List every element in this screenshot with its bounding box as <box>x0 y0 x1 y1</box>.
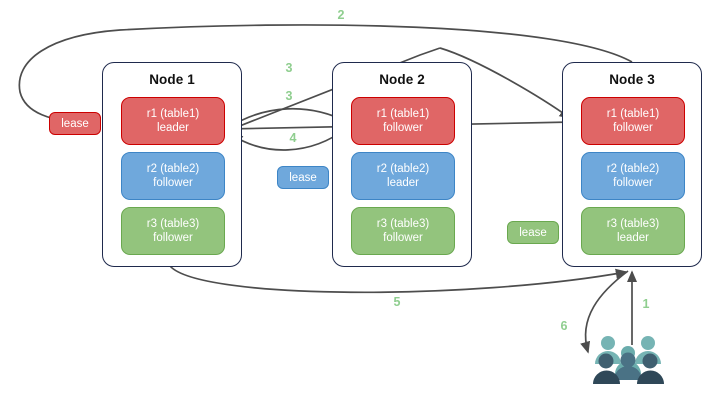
step-label-3-upper: 3 <box>285 61 293 75</box>
step-label-3-lower: 3 <box>285 89 293 103</box>
replica-node1-r3: r3 (table3) follower <box>121 207 225 255</box>
replica-role: follower <box>613 122 653 134</box>
replica-role: follower <box>383 122 423 134</box>
lease-label: lease <box>519 226 547 239</box>
lease-chip-blue: lease <box>277 166 329 189</box>
replica-node1-r2: r2 (table2) follower <box>121 152 225 200</box>
lease-chip-green: lease <box>507 221 559 244</box>
step-label-6: 6 <box>560 319 568 333</box>
step-label-4: 4 <box>289 131 297 145</box>
edge-step-5 <box>169 265 628 294</box>
replica-node1-r1: r1 (table1) leader <box>121 97 225 145</box>
step-label-1: 1 <box>642 297 650 311</box>
replica-node2-r2: r2 (table2) leader <box>351 152 455 200</box>
step-label-5: 5 <box>393 295 401 309</box>
replica-name: r2 (table2) <box>376 162 430 175</box>
lease-label: lease <box>289 171 317 184</box>
users-group-icon <box>593 336 664 384</box>
replica-node3-r2: r2 (table2) follower <box>581 152 685 200</box>
replica-node2-r1: r1 (table1) follower <box>351 97 455 145</box>
edge-step-3-to-node2 <box>227 108 349 129</box>
replica-role: leader <box>387 177 419 189</box>
lease-chip-red: lease <box>49 112 101 135</box>
node-title-3: Node 3 <box>609 72 655 87</box>
lease-label: lease <box>61 117 89 130</box>
node-title-1: Node 1 <box>149 72 195 87</box>
replica-name: r2 (table2) <box>146 162 200 175</box>
replica-name: r2 (table2) <box>606 162 660 175</box>
replica-name: r3 (table3) <box>606 217 660 230</box>
node-container-2: Node 2 r1 (table1) follower r2 (table2) … <box>332 62 472 267</box>
replica-name: r3 (table3) <box>376 217 430 230</box>
replica-role: follower <box>153 232 193 244</box>
step-label-2: 2 <box>337 8 345 22</box>
replica-role: leader <box>157 122 189 134</box>
replica-node3-r1: r1 (table1) follower <box>581 97 685 145</box>
replica-role: follower <box>613 177 653 189</box>
replica-role: follower <box>153 177 193 189</box>
replica-role: follower <box>383 232 423 244</box>
replica-name: r3 (table3) <box>146 217 200 230</box>
node-title-2: Node 2 <box>379 72 425 87</box>
replica-name: r1 (table1) <box>606 107 660 120</box>
replica-node2-r3: r3 (table3) follower <box>351 207 455 255</box>
replica-name: r1 (table1) <box>376 107 430 120</box>
replica-node3-r3: r3 (table3) leader <box>581 207 685 255</box>
replica-name: r1 (table1) <box>146 107 200 120</box>
node-container-1: Node 1 r1 (table1) leader r2 (table2) fo… <box>102 62 242 267</box>
node-container-3: Node 3 r1 (table1) follower r2 (table2) … <box>562 62 702 267</box>
replica-role: leader <box>617 232 649 244</box>
